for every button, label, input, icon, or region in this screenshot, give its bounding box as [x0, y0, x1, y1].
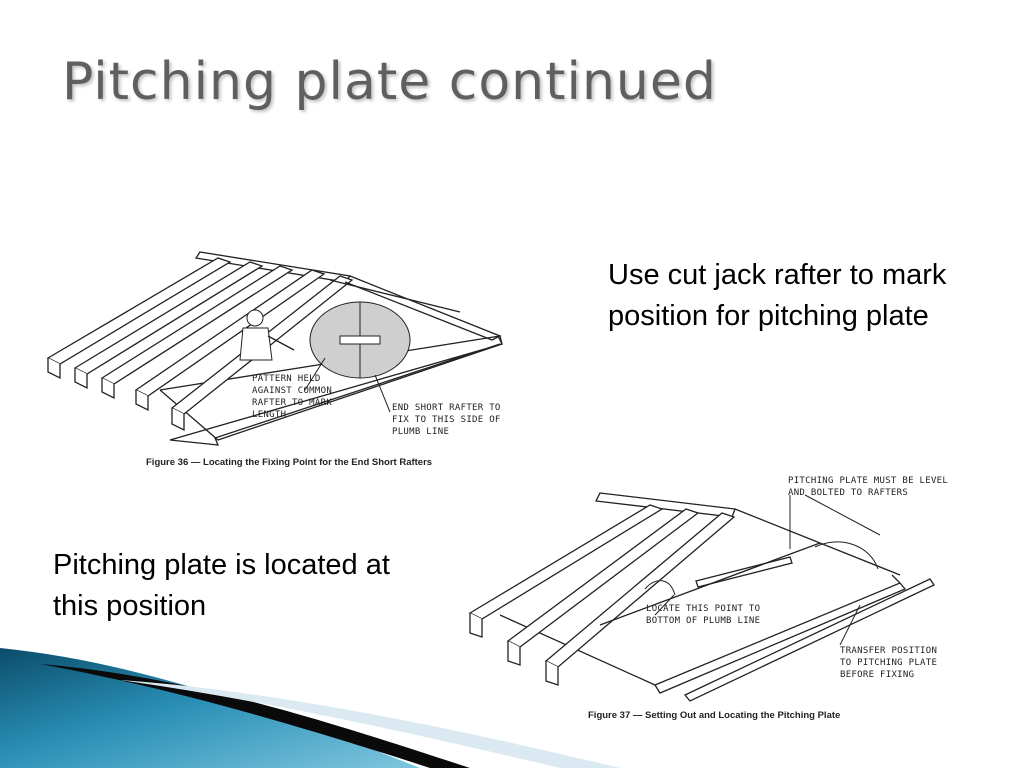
- label-pitching-plate-level: PITCHING PLATE MUST BE LEVEL AND BOLTED …: [788, 476, 949, 498]
- roof-frame-drawing-37: [468, 492, 935, 702]
- label-end-short-rafter: END SHORT RAFTER TO FIX TO THIS SIDE OF …: [392, 403, 501, 437]
- label-locate-point: LOCATE THIS POINT TO BOTTOM OF PLUMB LIN…: [646, 604, 761, 626]
- label-transfer-position: TRANSFER POSITION TO PITCHING PLATE BEFO…: [840, 646, 938, 680]
- instruction-text-left: Pitching plate is located at this positi…: [53, 549, 390, 622]
- label-pattern-held: PATTERN HELD AGAINST COMMON RAFTER TO MA…: [252, 374, 333, 420]
- figure-36: PATTERN HELD AGAINST COMMON RAFTER TO MA…: [40, 240, 520, 472]
- instruction-text-right: Use cut jack rafter to mark position for…: [608, 259, 947, 332]
- figure-37: PITCHING PLATE MUST BE LEVEL AND BOLTED …: [460, 465, 980, 725]
- slide-title: Pitching plate continued: [62, 52, 717, 112]
- roof-frame-drawing-36: [46, 251, 503, 446]
- figure-37-caption: Figure 37 — Setting Out and Locating the…: [588, 710, 841, 721]
- figure-36-caption: Figure 36 — Locating the Fixing Point fo…: [146, 457, 433, 468]
